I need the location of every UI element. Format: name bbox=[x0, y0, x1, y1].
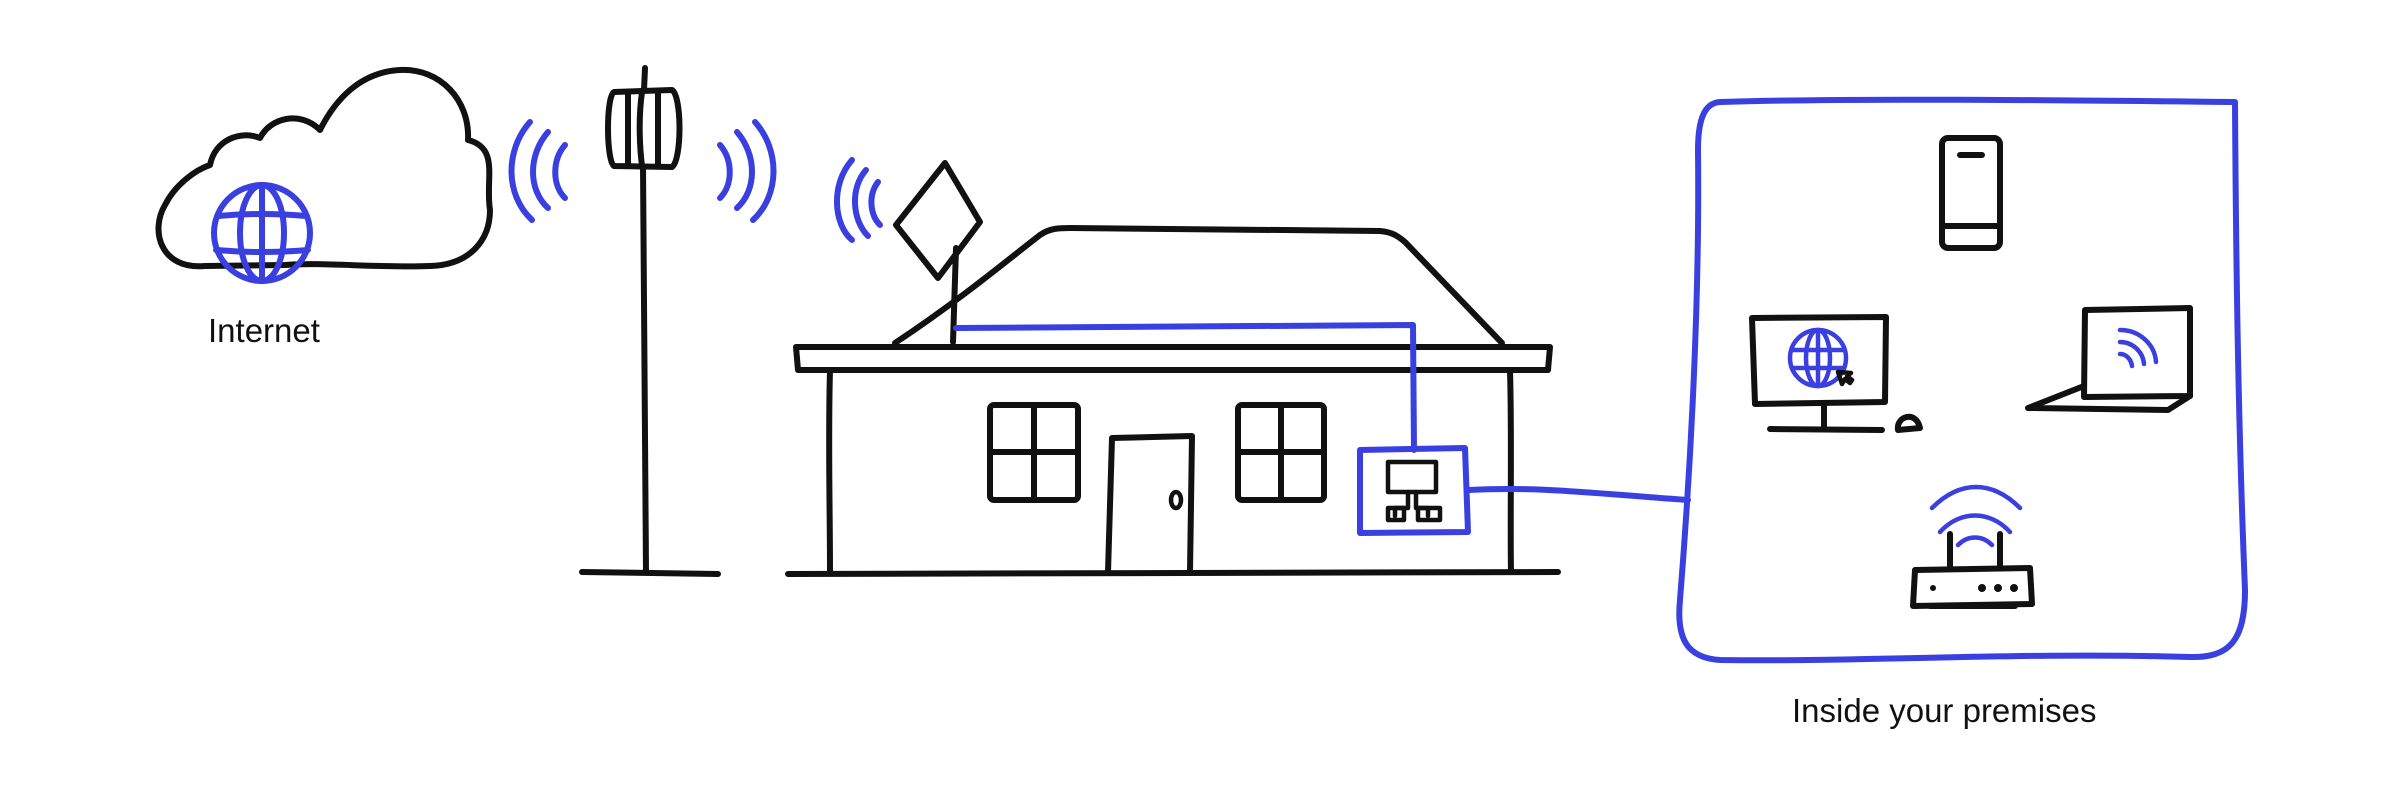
house-icon bbox=[785, 225, 1561, 577]
satellite-antenna-icon bbox=[834, 157, 983, 345]
wifi-router-icon bbox=[1910, 484, 2035, 609]
antenna-cable bbox=[953, 322, 1417, 453]
cloud-icon bbox=[155, 66, 493, 270]
network-terminal-icon bbox=[1357, 445, 1471, 536]
premises-label: Inside your premises bbox=[1792, 692, 2097, 729]
smartphone-icon bbox=[1939, 135, 2003, 251]
premises-cable bbox=[1465, 485, 1691, 503]
globe-icon bbox=[211, 182, 313, 284]
wireless-signal-icon bbox=[508, 119, 777, 223]
cell-tower-icon bbox=[579, 65, 721, 577]
internet-label: Internet bbox=[208, 312, 320, 349]
laptop-icon bbox=[2025, 305, 2193, 413]
desktop-computer-icon bbox=[1749, 314, 1923, 433]
premises-boundary bbox=[1676, 96, 2248, 664]
